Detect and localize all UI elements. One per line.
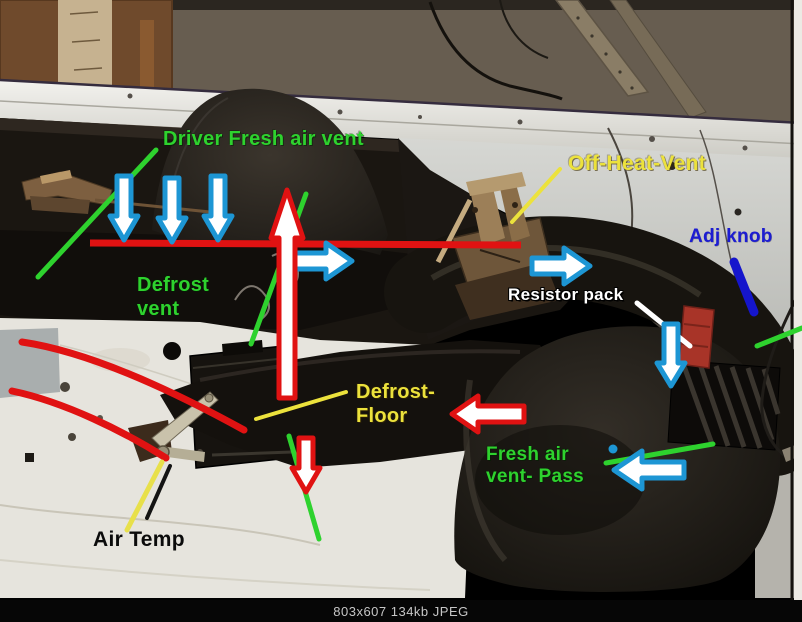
red-horizontal-line (89, 239, 522, 249)
resistor-pack-part (678, 305, 715, 369)
fresh-air-down-arrows (107, 173, 235, 245)
photo-canvas (0, 0, 802, 600)
defrost-floor-left-arrow-icon (449, 393, 527, 435)
lower-duct (160, 340, 560, 468)
defrost-up-arrow-icon (268, 187, 306, 401)
cowl-beam (0, 78, 802, 160)
vent-louvers (667, 359, 781, 451)
annotation-overlays (8, 147, 802, 542)
red-cable-line-1 (18, 338, 248, 434)
label-adj-knob: Adj knob (689, 226, 773, 248)
driver-vent-green-line (35, 147, 159, 280)
right-wall-edge (760, 0, 802, 600)
down-arrow-icon (155, 175, 189, 245)
fresh-air-pass-left-arrow-icon (611, 448, 687, 492)
hood-hinge-bracket (21, 170, 211, 214)
label-text: Off-Heat-Vent (568, 152, 707, 175)
right-edge-green-line (754, 325, 802, 349)
label-fresh-air-vent-pass: Fresh air vent- Pass (486, 444, 584, 489)
right-cable (760, 294, 800, 460)
blue-dot (608, 444, 618, 454)
hanging-wire-2 (499, 0, 549, 59)
label-text: Driver Fresh air vent (163, 128, 364, 150)
ceiling-shadow (0, 0, 802, 10)
label-air-temp: Air Temp (93, 528, 185, 553)
fresh-air-pass-green-line (603, 441, 716, 466)
hanging-wire (428, 1, 563, 101)
label-text: vent- Pass (486, 466, 585, 488)
label-defrost-vent: Defrost vent (137, 274, 209, 321)
label-text: Floor (356, 404, 408, 427)
label-text: Defrost (137, 274, 210, 296)
firewall-hole (163, 342, 181, 360)
wood-plank (58, 0, 112, 92)
label-text: Resistor pack (508, 285, 624, 304)
air-temp-black-line (145, 464, 172, 520)
air-temp-yellow-line (124, 459, 165, 533)
down-arrow-icon (107, 173, 141, 243)
red-cable-line-2 (8, 387, 170, 462)
label-resistor-pack: Resistor pack (508, 285, 623, 305)
image-footer-bar: 803x607 134kb JPEG (0, 600, 802, 622)
image-size-caption: 803x607 134kb JPEG (333, 603, 469, 619)
label-text: Air Temp (93, 528, 185, 551)
door-rails (555, 0, 707, 119)
beam-bolts (127, 93, 748, 151)
label-text: vent (137, 297, 180, 320)
floor-down-arrow-icon (289, 435, 323, 495)
plank-markings (69, 11, 103, 71)
label-text: Fresh air (486, 444, 569, 465)
label-driver-fresh-air-vent: Driver Fresh air vent (163, 128, 364, 152)
off-heat-vent-yellow-line (510, 167, 562, 224)
label-off-heat-vent: Off-Heat-Vent (568, 152, 706, 177)
annotated-photo: Driver Fresh air vent Off-Heat-Vent Adj … (0, 0, 802, 600)
label-defrost-floor: Defrost- Floor (356, 381, 435, 428)
resistor-down-arrow-icon (654, 321, 688, 389)
cable-bracket (435, 172, 560, 320)
label-text: Defrost- (356, 381, 436, 403)
wood-panel (0, 0, 173, 97)
label-text: Adj knob (689, 226, 773, 247)
heat-vent-right-arrow-icon (529, 245, 593, 287)
down-arrow-icon (201, 173, 235, 243)
defrost-floor-yellow-line (254, 390, 348, 421)
adj-knob-blue-line (729, 257, 759, 317)
